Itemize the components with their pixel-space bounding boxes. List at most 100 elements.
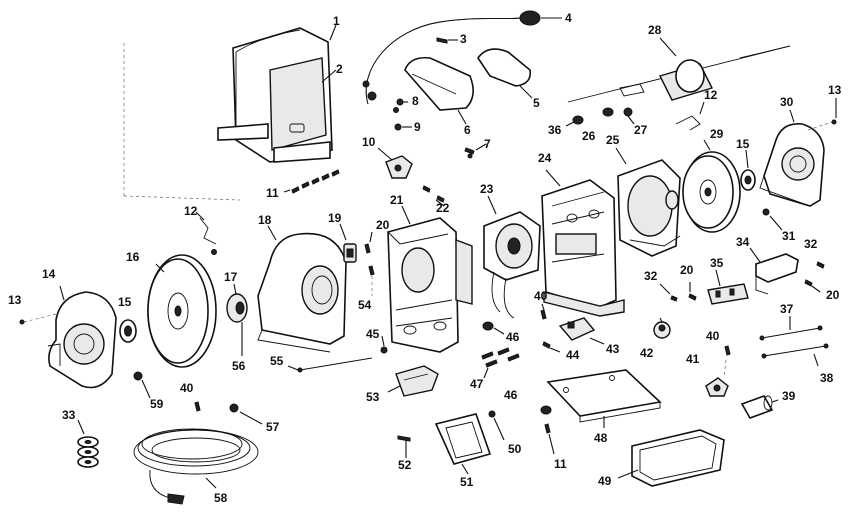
callout-25: 25	[606, 133, 620, 147]
callout-41: 41	[686, 352, 700, 366]
part-washer-8	[393, 98, 404, 113]
callout-11-top: 11	[266, 186, 279, 200]
callout-20-right: 20	[826, 288, 840, 302]
callout-37: 37	[780, 302, 794, 316]
part-switch-19	[343, 243, 357, 263]
part-screw-54	[368, 265, 375, 276]
callout-12-left: 12	[184, 204, 198, 218]
callout-42: 42	[640, 346, 654, 360]
part-flange-17	[226, 293, 248, 323]
part-motor-housing-21	[387, 217, 473, 353]
part-screw-20-left	[364, 243, 371, 254]
part-rotor-28	[567, 45, 791, 103]
callout-35: 35	[710, 256, 724, 270]
part-grinding-wheel-16	[147, 254, 217, 368]
part-sleeve-39	[740, 395, 774, 419]
callout-54: 54	[358, 298, 372, 312]
callout-32-mid: 32	[644, 269, 658, 283]
callout-6: 6	[464, 123, 471, 137]
callout-31: 31	[782, 229, 796, 243]
callout-45: 45	[366, 327, 380, 341]
callout-48: 48	[594, 431, 608, 445]
callout-10: 10	[362, 135, 376, 149]
part-knob-41	[705, 377, 729, 397]
callout-52: 52	[398, 458, 412, 472]
part-bracket-53	[395, 365, 439, 397]
callout-26: 26	[582, 129, 596, 143]
part-plate-51	[434, 413, 492, 465]
part-flange-15	[119, 319, 137, 343]
part-screw-3	[436, 37, 448, 44]
callout-50: 50	[508, 442, 522, 456]
callout-3: 3	[460, 32, 467, 46]
part-screw-20-right	[804, 279, 813, 287]
part-screw-11-lower	[544, 423, 551, 434]
callout-40-right: 40	[706, 329, 720, 343]
part-screw-32-mid	[670, 295, 678, 302]
callout-20-mid: 20	[680, 263, 694, 277]
part-screw-40-left	[194, 401, 201, 412]
callout-36: 36	[548, 123, 562, 137]
part-inner-guard-18	[257, 232, 347, 353]
part-nut-36	[572, 115, 584, 125]
part-terminal-43	[558, 317, 596, 341]
callout-57: 57	[266, 420, 280, 434]
part-grommet-57	[229, 403, 239, 413]
part-eye-shield-6	[404, 56, 474, 111]
callout-49: 49	[598, 474, 612, 488]
callout-40-mid: 40	[534, 289, 548, 303]
callout-8: 8	[412, 94, 419, 108]
callout-34: 34	[736, 235, 750, 249]
callout-19: 19	[328, 211, 342, 225]
callout-56: 56	[232, 359, 246, 373]
part-screws-11	[291, 169, 340, 194]
part-washers-33	[77, 436, 99, 468]
part-screw-50	[488, 410, 496, 418]
callout-17: 17	[224, 270, 238, 284]
callout-58: 58	[214, 491, 228, 505]
part-base-plate-48	[546, 369, 662, 423]
callout-1: 1	[333, 14, 340, 28]
part-screw-9	[394, 123, 402, 131]
part-screw-40-right	[724, 345, 731, 356]
part-cable-4	[362, 10, 541, 105]
callout-7: 7	[484, 137, 491, 151]
callout-16: 16	[126, 250, 140, 264]
part-screw-52	[397, 435, 411, 442]
part-screw-20-mid	[688, 293, 697, 301]
part-screw-7	[464, 147, 475, 159]
callout-46-upper: 46	[506, 330, 520, 344]
part-wheel-25	[617, 159, 681, 257]
part-nut-26	[602, 107, 614, 117]
callout-15-left: 15	[118, 295, 132, 309]
part-nut-46	[482, 321, 494, 331]
callout-32-right: 32	[804, 237, 818, 251]
part-rod-37	[759, 325, 823, 341]
part-clip-12-right	[675, 115, 701, 131]
part-wheel-guard-30	[759, 123, 825, 207]
callout-33: 33	[62, 408, 76, 422]
callout-40-left: 40	[180, 381, 194, 395]
callout-15-right: 15	[736, 137, 750, 151]
callout-4: 4	[565, 11, 572, 25]
part-flange-15-right	[740, 169, 756, 191]
part-knob-42	[653, 321, 671, 339]
callout-27: 27	[634, 123, 648, 137]
callout-23: 23	[480, 182, 494, 196]
part-screw-59	[133, 371, 143, 381]
part-screws-22	[422, 185, 445, 203]
part-screw-31	[762, 208, 770, 216]
part-power-cord-58	[133, 428, 259, 505]
part-screw-40-mid	[540, 309, 547, 320]
part-end-bell-23	[483, 211, 541, 319]
part-screw-44	[542, 341, 551, 349]
part-motor-cover	[217, 27, 333, 163]
callout-43: 43	[606, 342, 620, 356]
part-rod-38	[761, 343, 829, 359]
part-wheel-guard-14	[47, 291, 117, 389]
callout-2: 2	[336, 62, 343, 76]
callout-20-left: 20	[376, 218, 390, 232]
part-grinding-wheel-29	[665, 151, 741, 233]
